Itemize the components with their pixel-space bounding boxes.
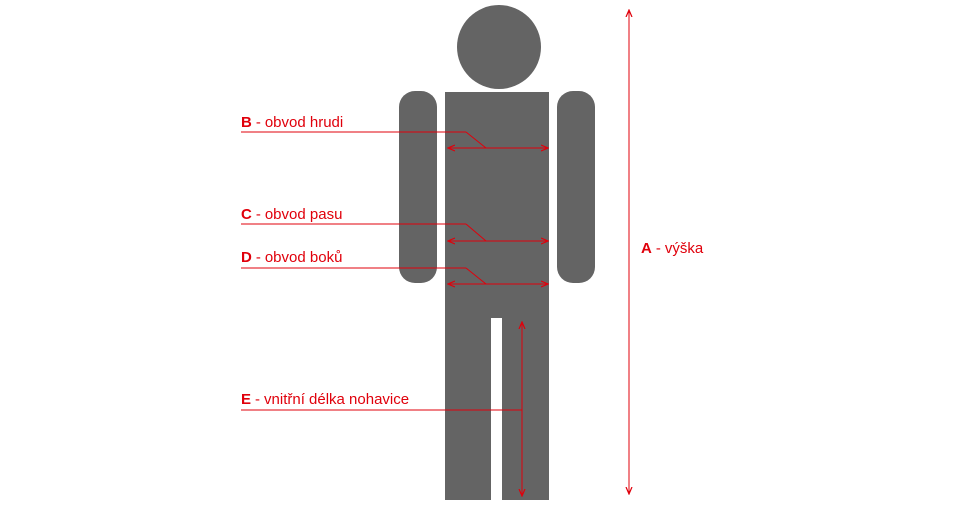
label-a-letter: A (641, 240, 652, 257)
label-a-text: výška (664, 240, 704, 257)
label-b-text: obvod hrudi (264, 114, 344, 131)
figure-head (457, 5, 541, 89)
measure-b-lines (241, 131, 548, 148)
label-a-height: A-výška (641, 240, 703, 258)
label-e-letter: E (241, 391, 252, 408)
label-d-letter: D (241, 249, 252, 266)
figure-leg-gap (491, 318, 502, 500)
label-c-text: obvod pasu (264, 206, 343, 223)
label-e-inseam: E-vnitřní délka nohavice (241, 391, 409, 409)
label-b-separator: - (255, 114, 261, 131)
label-a-separator: - (655, 240, 661, 257)
human-silhouette (399, 5, 595, 500)
measure-d-lines (241, 267, 548, 284)
measure-e-lines (241, 322, 522, 496)
label-c-separator: - (255, 206, 261, 223)
label-c-letter: C (241, 206, 252, 223)
measure-c-lines (241, 223, 548, 241)
label-e-separator: - (255, 391, 261, 408)
label-d-separator: - (255, 249, 261, 266)
figure-left-arm (399, 91, 437, 283)
label-d-text: obvod boků (264, 249, 343, 266)
label-c-waist: C-obvod pasu (241, 206, 342, 224)
label-b-chest: B-obvod hrudi (241, 114, 343, 132)
label-e-text: vnitřní délka nohavice (264, 391, 410, 408)
label-d-hips: D-obvod boků (241, 249, 342, 267)
figure-right-arm (557, 91, 595, 283)
label-b-letter: B (241, 114, 252, 131)
